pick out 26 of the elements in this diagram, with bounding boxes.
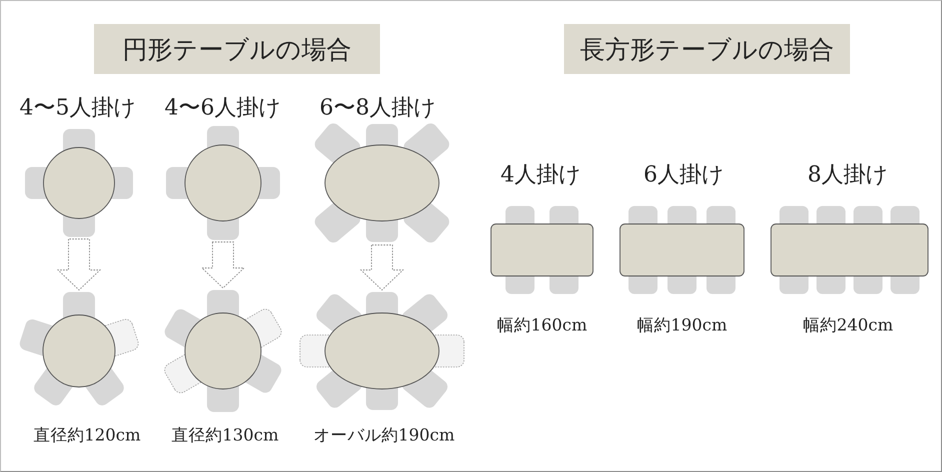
- oval-table-drawing: [314, 123, 450, 243]
- heading-banner: 長方形テーブルの場合: [564, 24, 850, 74]
- size-caption: 直径約130cm: [171, 426, 279, 446]
- seating-label: 4〜6人掛け: [164, 94, 282, 122]
- seating-label: 6人掛け: [644, 161, 724, 189]
- oval-table-drawing: [299, 292, 465, 410]
- size-caption: 幅約190cm: [636, 316, 728, 336]
- rectangular-table-drawing: [619, 206, 745, 294]
- round-table-drawing: [164, 290, 282, 412]
- seating-label: 4〜5人掛け: [20, 94, 136, 122]
- seating-label: 4人掛け: [500, 161, 582, 189]
- heading-banner: 円形テーブルの場合: [94, 24, 380, 74]
- rectangular-table-drawing: [490, 206, 594, 294]
- block-arrow: [56, 238, 102, 291]
- seating-label: 8人掛け: [808, 161, 888, 189]
- block-arrow: [360, 244, 404, 291]
- size-caption: 直径約120cm: [33, 426, 141, 446]
- block-arrow: [200, 242, 246, 289]
- size-caption: 幅約160cm: [496, 316, 588, 336]
- size-caption: 幅約240cm: [802, 316, 894, 336]
- seating-label: 6〜8人掛け: [320, 94, 436, 122]
- round-table-drawing: [19, 292, 139, 406]
- size-caption: オーバル約190cm: [313, 426, 455, 446]
- round-table-drawing: [166, 126, 280, 240]
- round-table-drawing: [25, 129, 133, 237]
- rectangular-table-drawing: [770, 206, 929, 294]
